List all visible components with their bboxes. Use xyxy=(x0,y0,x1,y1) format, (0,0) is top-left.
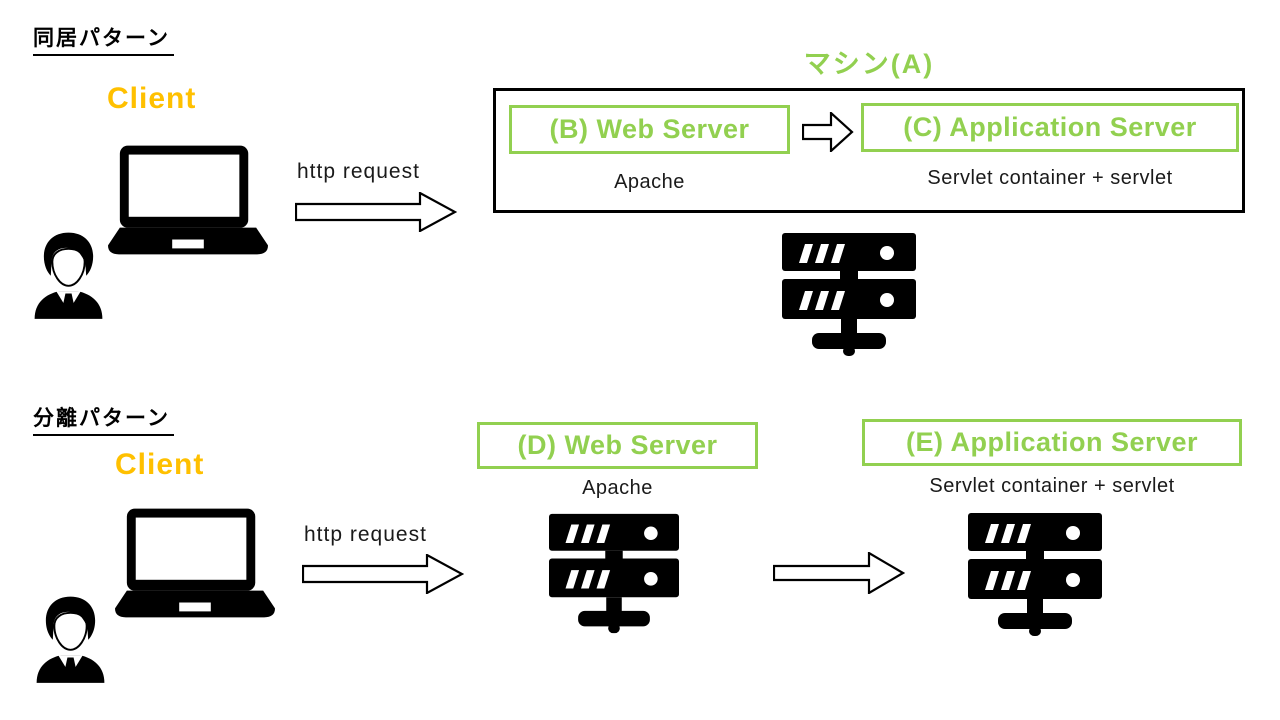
client-label: Client xyxy=(107,82,197,115)
app-server-c-box: (C) Application Server xyxy=(861,103,1239,152)
web-server-d-box: (D) Web Server xyxy=(477,422,758,469)
servlet-label: Servlet container + servlet xyxy=(929,475,1175,497)
right-arrow-icon xyxy=(295,192,457,232)
app-server-e-label: (E) Application Server xyxy=(905,427,1199,457)
web-server-b-label: (B) Web Server xyxy=(549,114,750,144)
http-request-label: http request xyxy=(297,160,420,183)
separated-pattern-title: 分離パターン xyxy=(33,402,174,436)
apache-label: Apache xyxy=(582,477,653,499)
server-icon xyxy=(782,233,916,357)
person-icon xyxy=(30,231,107,319)
web-server-b-box: (B) Web Server xyxy=(509,105,790,154)
person-icon xyxy=(32,595,109,683)
http-request-label: http request xyxy=(304,523,427,546)
client-label: Client xyxy=(115,448,205,481)
server-icon xyxy=(968,513,1102,637)
app-server-c-label: (C) Application Server xyxy=(903,112,1197,142)
laptop-icon xyxy=(115,508,275,618)
machine-a-label: マシン(A) xyxy=(803,49,935,79)
servlet-label: Servlet container + servlet xyxy=(927,167,1173,189)
web-to-app-arrow-icon xyxy=(773,552,905,594)
web-server-d-label: (D) Web Server xyxy=(517,430,718,460)
apache-label: Apache xyxy=(614,171,685,193)
laptop-icon xyxy=(108,145,268,255)
colocated-pattern-title: 同居パターン xyxy=(33,22,174,56)
server-icon xyxy=(549,513,679,635)
app-server-e-box: (E) Application Server xyxy=(862,419,1242,466)
right-arrow-icon xyxy=(302,554,464,594)
web-to-app-arrow-icon xyxy=(802,112,854,152)
